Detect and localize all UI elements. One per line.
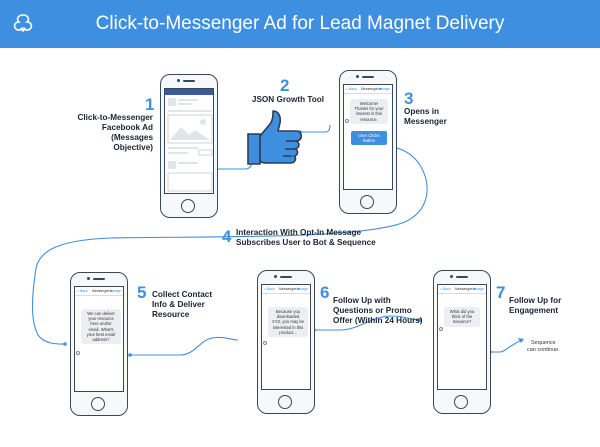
bot-avatar-icon (345, 119, 349, 123)
ad-image-sun (200, 119, 206, 125)
step-2-number: 2 (280, 76, 290, 95)
facebook-ad-mockup (167, 98, 213, 192)
phone-screen (164, 88, 214, 194)
user-clicks-button: User Clicks Button (351, 131, 387, 145)
ad-cta-placeholder (198, 149, 213, 156)
chat-bubble-promo: Because you downloaded XYZ, you may be i… (268, 307, 308, 338)
chatbot-logo-icon (13, 14, 33, 32)
phone-screen: < Back Messenger ▾ Manage Welcome! Thank… (343, 84, 393, 190)
messenger-title: Messenger ▾ (361, 87, 382, 91)
messenger-back-link: < Back (264, 287, 275, 291)
connector-dot (418, 318, 422, 322)
step-4-label: Interaction With Opt-In Message Subscrib… (236, 228, 376, 247)
messenger-top-bar: < Back Messenger ▾ Manage (75, 287, 123, 296)
ad-image-mountain (170, 127, 210, 140)
messenger-top-bar: < Back Messenger ▾ Manage (262, 285, 310, 294)
phone-speaker (362, 76, 374, 78)
messenger-title: Messenger ▾ (92, 289, 113, 293)
phone-home-button (181, 199, 195, 213)
phone-collect-contact: < Back Messenger ▾ Manage We can deliver… (70, 272, 128, 416)
messenger-back-link: < Back (440, 287, 451, 291)
phone-camera (274, 275, 277, 278)
messenger-back-link: < Back (346, 87, 357, 91)
phone-home-button (454, 395, 468, 409)
bot-avatar-icon (439, 327, 443, 331)
ad-text-line (168, 147, 198, 149)
step-4-number: 4 (222, 227, 232, 246)
phone-speaker (93, 278, 105, 280)
step-3-number: 3 (404, 89, 414, 108)
ad-image-placeholder (167, 114, 213, 144)
step-7-label: Follow Up for Engagement (509, 296, 562, 315)
bot-avatar-icon (263, 341, 267, 345)
arrow-head (518, 338, 524, 343)
messenger-title: Messenger ▾ (279, 287, 300, 291)
step-6-label: Follow Up with Questions or Promo Offer … (333, 296, 423, 325)
messenger-top-bar: < Back Messenger ▾ Manage (344, 85, 392, 94)
chat-bubble-welcome: Welcome! Thanks for your interest in thi… (350, 99, 388, 124)
header-bar: Click-to-Messenger Ad for Lead Magnet De… (0, 0, 600, 48)
step-6-number: 6 (320, 283, 330, 302)
connector-dot (128, 353, 132, 357)
messenger-manage-link: Manage (295, 287, 308, 291)
connector-7-end (490, 339, 523, 353)
connector-3-4 (32, 144, 428, 345)
step-3-label: Opens in Messenger (404, 107, 447, 126)
step-1-label: Click-to-Messenger Facebook Ad (Messages… (77, 113, 153, 152)
phone-home-button (360, 195, 374, 209)
phone-home-button (91, 397, 105, 411)
page-title: Click-to-Messenger Ad for Lead Magnet De… (95, 13, 505, 34)
step-7-number: 7 (496, 283, 506, 302)
phone-speaker (456, 276, 468, 278)
phone-opens-messenger: < Back Messenger ▾ Manage Welcome! Thank… (339, 70, 397, 214)
ad-avatar-placeholder (168, 161, 176, 169)
phone-camera (450, 275, 453, 278)
messenger-manage-link: Manage (377, 87, 390, 91)
phone-home-button (278, 395, 292, 409)
messenger-manage-link: Manage (108, 289, 121, 293)
phone-speaker (280, 276, 292, 278)
chat-bubble-collect: We can deliver your resource here and/or… (81, 309, 121, 345)
phone-camera (87, 277, 90, 280)
sequence-continues-note: Sequence can continue. (527, 340, 560, 353)
thumbs-up-icon (247, 110, 303, 165)
messenger-title: Messenger ▾ (455, 287, 476, 291)
connector-5-6 (130, 336, 239, 356)
phone-speaker (183, 80, 195, 82)
step-1-number: 1 (145, 95, 155, 114)
connector-6-7 (314, 315, 421, 331)
step-5-number: 5 (137, 283, 147, 302)
facebook-top-bar (165, 89, 213, 95)
ad-text-line (168, 110, 212, 112)
step-5-label: Collect Contact Info & Deliver Resource (152, 290, 213, 319)
bot-avatar-icon (76, 351, 80, 355)
phone-camera (356, 75, 359, 78)
ad-text-line (178, 162, 198, 164)
step-2-label: JSON Growth Tool (251, 95, 325, 104)
ad-text-line (178, 99, 198, 101)
phone-screen: < Back Messenger ▾ Manage We can deliver… (74, 286, 124, 392)
phone-screen: < Back Messenger ▾ Manage What did you t… (437, 284, 487, 390)
ad-image-placeholder (167, 172, 213, 192)
messenger-back-link: < Back (77, 289, 88, 293)
messenger-manage-link: Manage (471, 287, 484, 291)
phone-screen: < Back Messenger ▾ Manage Because you do… (261, 284, 311, 390)
chat-bubble-engagement: What did you think of the resource? (444, 307, 480, 327)
ad-avatar-placeholder (168, 98, 176, 106)
connector-dot (63, 342, 67, 346)
ad-text-line (178, 103, 192, 105)
connector-2-3 (300, 124, 331, 133)
phone-facebook-ad (160, 74, 218, 218)
ad-text-line (168, 152, 188, 154)
phone-follow-up-engagement: < Back Messenger ▾ Manage What did you t… (433, 270, 491, 414)
phone-camera (177, 79, 180, 82)
messenger-top-bar: < Back Messenger ▾ Manage (438, 285, 486, 294)
phone-follow-up-promo: < Back Messenger ▾ Manage Because you do… (257, 270, 315, 414)
